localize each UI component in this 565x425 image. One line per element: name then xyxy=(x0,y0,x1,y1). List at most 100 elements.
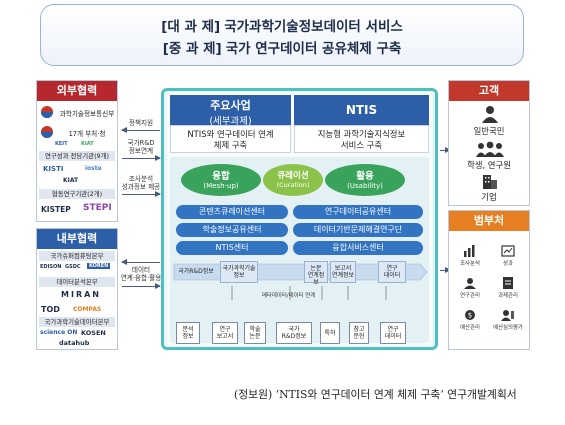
oval-mashup-sub: (Mesh-up) xyxy=(203,182,239,190)
arrow-survey xyxy=(122,191,161,197)
dept-research-management: 연구관리 xyxy=(460,293,480,299)
customer-header: 고객 xyxy=(449,81,529,101)
performance-icon xyxy=(501,245,515,257)
title-line-1: [대 과 제]국가과학기술정보데이터 서비스 xyxy=(41,15,523,35)
arrow-label-data: 데이터 연계·융합·활용 xyxy=(118,266,164,282)
bottom-report-1: 연구 xyxy=(219,326,231,333)
gsdc-logo: GSDC xyxy=(65,264,81,270)
pill-research-data-sharing-center: 연구데이터공유센터 xyxy=(293,205,423,219)
bottom-patent: 특허 xyxy=(320,322,340,344)
oval-curation-sub: (Curation) xyxy=(276,181,310,189)
miran-logo: MIRAN xyxy=(61,290,101,299)
svg-text:$: $ xyxy=(468,312,472,320)
flow-b5-1: 연구 xyxy=(386,265,398,272)
dept-budget-management: 예산관리 xyxy=(460,325,480,331)
oval-usability-sub: (Usability) xyxy=(347,182,383,190)
main-project-desc: NTIS와 연구데이터 연계 체제 구축 xyxy=(170,125,291,153)
bottom-ref-1: 참고 xyxy=(353,326,365,333)
external-item-ministries: 17개 부처·청 xyxy=(68,130,106,138)
dept-budget-review: 예산심의평가 xyxy=(493,325,523,331)
internal-header: 내부협력 xyxy=(37,229,117,249)
pill-content-curation-center: 콘텐츠큐레이션센터 xyxy=(176,205,288,219)
bottom-paper-2: 논문 xyxy=(249,333,261,340)
external-panel: 외부협력 과학기술정보통신부 17개 부처·청 KEIT KIAT 연구성과 전… xyxy=(36,80,118,222)
internal-band-supercomputing: 국가슈퍼컴퓨팅본부 xyxy=(39,251,115,261)
title-line-2: [중 과 제]국가 연구데이터 공유체제 구축 xyxy=(41,37,523,57)
flow-b4-1: 보고서 xyxy=(334,265,352,272)
ioste-logo: ioste xyxy=(85,165,102,172)
pill-ntis-center: NTIS센터 xyxy=(176,241,288,255)
kiat-logo: KIAT xyxy=(63,177,79,184)
main-project-desc-2: 체제 구축 xyxy=(213,140,248,150)
tod-logo: TOD xyxy=(41,305,60,314)
bottom-analysis-2: 정보 xyxy=(182,333,194,340)
pill-convergence-service-center: 융합서비스센터 xyxy=(293,241,423,255)
department-header: 범부처 xyxy=(449,211,529,231)
flow-note: 메타데이터/데이터 연계 xyxy=(262,293,316,299)
oval-mashup-title: 융합 xyxy=(212,171,230,182)
government-emblem-icon xyxy=(41,106,53,118)
citizen-icon xyxy=(482,106,498,123)
internal-band-data-analysis: 데이터분석본부 xyxy=(39,277,115,287)
dept-task-management: 과제관리 xyxy=(498,293,518,299)
title-text-1: 국가과학기술정보데이터 서비스 xyxy=(224,19,403,35)
bottom-rdata-2: 데이터 xyxy=(384,333,402,340)
bottom-rnd-1: 국가 xyxy=(288,326,300,333)
arrow-data-left xyxy=(121,259,160,265)
kiat-logo-small: KIAT xyxy=(81,141,94,147)
title-tag-2: [중 과 제] xyxy=(162,41,222,57)
customer-citizen: 일반국민 xyxy=(473,126,505,136)
arrow-label-policy: 정책지원 xyxy=(128,119,154,127)
department-panel: 범부처 조사분석 성과 연구관리 과제관리 $ 예산관리 예산심의평가 xyxy=(448,210,530,350)
oval-usability: 활용 (Usability) xyxy=(325,164,405,196)
internal-band-national-data: 국가과학기술데이터본부 xyxy=(39,317,115,327)
dept-performance: 성과 xyxy=(503,261,513,267)
arrow-data-right xyxy=(122,283,161,289)
arrow-label-survey-2: 성과정보 제공 xyxy=(121,183,161,191)
ntis-desc-2: 서비스 구축 xyxy=(340,140,383,150)
arrow-label-rnd-2: 정보연계 xyxy=(128,147,154,155)
scienceon-logo: science ON xyxy=(40,329,78,336)
task-management-icon xyxy=(503,277,513,289)
flow-b4-2: 연계정보 xyxy=(331,272,355,279)
researcher-group-icon xyxy=(476,141,504,157)
bottom-rnd-2: R&D정보 xyxy=(281,333,307,340)
external-item-msit: 과학기술정보통신부 xyxy=(59,110,115,118)
flow-report-link: 보고서 연계정보 xyxy=(330,261,356,283)
kisti-logo: KISTI xyxy=(43,165,64,173)
flow-b3-2: 연계정보 xyxy=(307,272,325,286)
pill-academic-info-center: 학술정보공유센터 xyxy=(176,223,288,237)
title-tag-1: [대 과 제] xyxy=(161,19,221,35)
budget-icon: $ xyxy=(465,310,475,320)
bottom-report-2: 보고서 xyxy=(216,333,234,340)
government-emblem-icon xyxy=(41,126,53,138)
bottom-analysis-1: 분석 xyxy=(182,326,194,333)
kistep-logo: KISTEP xyxy=(41,205,71,214)
koren-logo: KOREN xyxy=(87,263,111,269)
main-project-title: 주요사업 xyxy=(210,99,251,112)
arrow-label-survey-1: 조사분석 xyxy=(128,175,154,183)
flow-paper-link: 논문 연계정보 xyxy=(304,261,328,286)
flow-b3-1: 논문 xyxy=(310,265,322,272)
dept-survey-analysis: 조사분석 xyxy=(460,261,480,267)
datahub-logo: datahub xyxy=(59,339,90,347)
keit-logo: KEIT xyxy=(55,141,68,147)
company-building-icon xyxy=(483,175,497,189)
customer-panel: 고객 일반국민 학생, 연구원 기업 xyxy=(448,80,530,206)
bottom-ref-2: 문헌 xyxy=(353,333,365,340)
arrow-label-survey: 조사분석 성과정보 제공 xyxy=(120,175,162,191)
compas-logo: COMPAS xyxy=(73,306,102,313)
stepi-logo: STEPI xyxy=(83,203,112,213)
flow-national-rnd: 국가R&D정보 xyxy=(178,268,214,275)
flow-b5-2: 데이터 xyxy=(383,272,401,279)
arrow-label-data-2: 연계·융합·활용 xyxy=(120,274,162,282)
budget-review-icon xyxy=(501,310,514,321)
survey-analysis-icon xyxy=(464,245,475,257)
pill-data-problem-solving-unit: 데이터기반문제해결연구단 xyxy=(293,223,423,237)
customer-company: 기업 xyxy=(481,192,497,202)
